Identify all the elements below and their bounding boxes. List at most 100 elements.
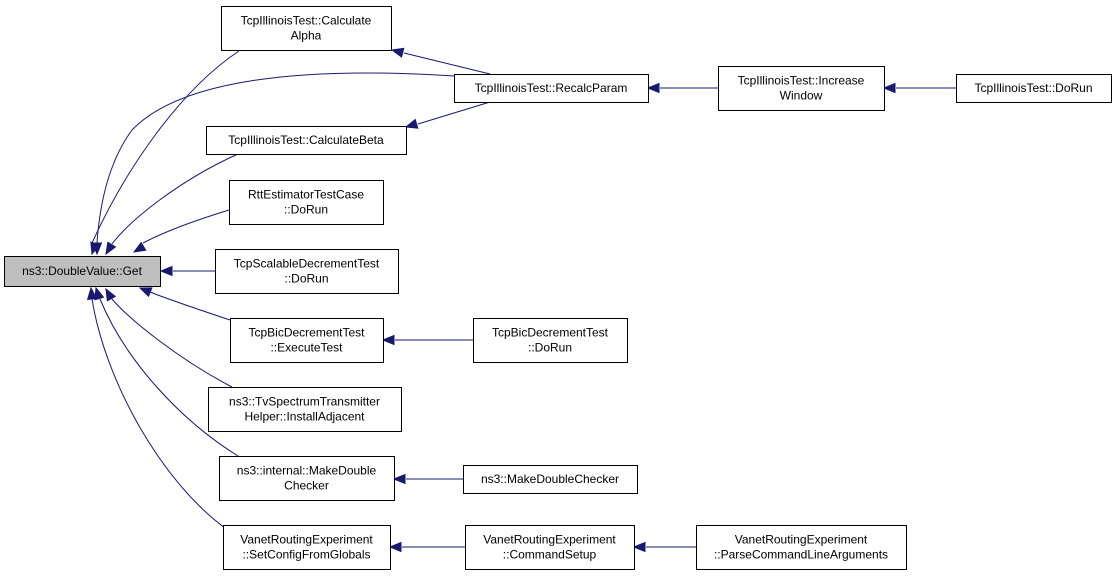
arrowhead-icon [159, 265, 173, 277]
node-label: ns3::MakeDoubleChecker [481, 472, 619, 486]
nodes-layer: ns3::DoubleValue::Get TcpIllinoisTest::Ca… [4, 6, 1112, 570]
node-label: ::CommandSetup [503, 548, 597, 562]
node-label: ::ParseCommandLineArguments [714, 548, 888, 562]
arrowhead-icon [392, 473, 406, 485]
arrowhead-icon [105, 287, 117, 302]
edge-scalable-to-root [159, 265, 215, 277]
node-label: TcpIllinoisTest::CalculateBeta [228, 133, 384, 147]
node-scalable[interactable]: TcpScalableDecrementTest::DoRun [215, 249, 399, 294]
node-label: ::DoRun [284, 272, 328, 286]
edge-illinoisDoRun-to-incWindow [882, 82, 956, 94]
node-makeDoubleInternal[interactable]: ns3::internal::MakeDoubleChecker [219, 456, 395, 501]
node-box[interactable] [465, 525, 635, 570]
node-box[interactable] [696, 525, 907, 570]
arrowhead-icon [632, 541, 646, 553]
node-box[interactable] [956, 74, 1112, 103]
edge-makeDouble-to-makeDoubleInternal [392, 473, 463, 485]
edge-recalc-to-calcBeta [404, 101, 491, 129]
node-box[interactable] [230, 318, 384, 363]
node-illinoisDoRun[interactable]: TcpIllinoisTest::DoRun [956, 74, 1112, 103]
arrowhead-icon [388, 541, 402, 553]
node-label: ::DoRun [528, 341, 572, 355]
edge-line [91, 298, 226, 529]
node-root[interactable]: ns3::DoubleValue::Get [4, 256, 161, 287]
arrowhead-icon [381, 334, 395, 346]
node-label: ns3::DoubleValue::Get [22, 264, 143, 278]
node-bicExec[interactable]: TcpBicDecrementTest::ExecuteTest [230, 318, 384, 363]
edge-recalc-to-root [91, 72, 455, 256]
node-box[interactable] [223, 525, 391, 570]
arrowhead-icon [105, 241, 117, 256]
node-bicDoRun[interactable]: TcpBicDecrementTest::DoRun [473, 318, 628, 363]
node-box[interactable] [718, 66, 885, 111]
node-label: TcpIllinoisTest::DoRun [974, 81, 1092, 95]
node-vanetParse[interactable]: VanetRoutingExperiment::ParseCommandLine… [696, 525, 907, 570]
node-box[interactable] [208, 387, 402, 432]
node-label: TcpBicDecrementTest [492, 326, 609, 340]
node-label: ::DoRun [284, 203, 328, 217]
edges-layer [86, 47, 956, 553]
edge-line [111, 298, 233, 388]
node-box[interactable] [215, 249, 399, 294]
node-vanetSet[interactable]: VanetRoutingExperiment::SetConfigFromGlo… [223, 525, 391, 570]
node-label: VanetRoutingExperiment [240, 533, 373, 547]
arrowhead-icon [138, 287, 153, 298]
edge-vanetSet-to-root [86, 286, 226, 529]
edge-bicExec-to-root [138, 287, 231, 321]
node-label: Alpha [291, 29, 322, 43]
node-box[interactable] [4, 256, 161, 287]
node-calcBeta[interactable]: TcpIllinoisTest::CalculateBeta [206, 126, 407, 155]
node-box[interactable] [219, 456, 395, 501]
edge-vanetCmd-to-vanetSet [388, 541, 465, 553]
node-box[interactable] [463, 465, 638, 494]
node-label: Helper::InstallAdjacent [244, 410, 365, 424]
node-label: Checker [284, 479, 329, 493]
node-vanetCmd[interactable]: VanetRoutingExperiment::CommandSetup [465, 525, 635, 570]
node-box[interactable] [221, 6, 392, 51]
arrowhead-icon [94, 286, 105, 301]
node-box[interactable] [229, 180, 384, 225]
node-label: ::SetConfigFromGlobals [242, 548, 370, 562]
node-label: TcpScalableDecrementTest [234, 257, 380, 271]
edge-vanetParse-to-vanetCmd [632, 541, 696, 553]
node-label: TcpIllinoisTest::Calculate [241, 14, 372, 28]
arrowhead-icon [404, 118, 419, 129]
edge-line [111, 153, 239, 245]
node-box[interactable] [454, 74, 649, 103]
edge-tvSpectrum-to-root [105, 287, 233, 388]
edge-line [417, 101, 491, 125]
arrowhead-icon [390, 47, 405, 58]
node-label: TcpIllinoisTest::Increase [738, 74, 865, 88]
edge-incWindow-to-recalc [646, 82, 718, 94]
node-label: VanetRoutingExperiment [735, 533, 868, 547]
arrowhead-icon [86, 286, 98, 300]
node-box[interactable] [206, 126, 407, 155]
edge-rtt-to-root [132, 209, 230, 253]
arrowhead-icon [882, 82, 896, 94]
node-label: RttEstimatorTestCase [248, 188, 364, 202]
node-label: TcpIllinoisTest::RecalcParam [475, 81, 628, 95]
edge-line [91, 50, 240, 244]
arrowhead-icon [646, 82, 660, 94]
edge-calcBeta-to-root [105, 153, 239, 256]
edge-line [99, 298, 239, 457]
node-label: VanetRoutingExperiment [483, 533, 616, 547]
node-label: ns3::TvSpectrumTransmitter [229, 395, 380, 409]
node-makeDouble[interactable]: ns3::MakeDoubleChecker [463, 465, 638, 494]
node-box[interactable] [473, 318, 628, 363]
node-rtt[interactable]: RttEstimatorTestCase::DoRun [229, 180, 384, 225]
edge-bicDoRun-to-bicExec [381, 334, 473, 346]
edge-makeDoubleInternal-to-root [94, 286, 239, 457]
edge-line [149, 291, 231, 321]
node-label: ::ExecuteTest [270, 341, 343, 355]
arrowhead-icon [91, 242, 103, 256]
node-tvSpectrum[interactable]: ns3::TvSpectrumTransmitterHelper::Instal… [208, 387, 402, 432]
node-label: Window [780, 89, 823, 103]
node-recalc[interactable]: TcpIllinoisTest::RecalcParam [454, 74, 649, 103]
edge-line [96, 72, 455, 244]
node-label: TcpBicDecrementTest [248, 326, 365, 340]
edge-recalc-to-calcAlpha [390, 47, 491, 75]
